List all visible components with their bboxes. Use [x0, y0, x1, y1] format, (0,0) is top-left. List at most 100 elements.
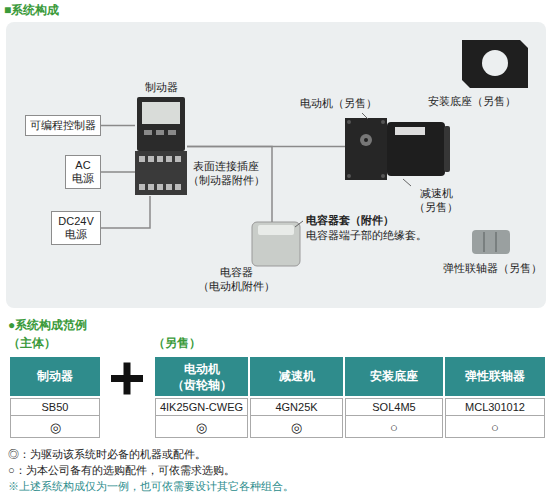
controller-button	[144, 130, 152, 135]
table-header: （齿轮轴）	[155, 377, 248, 393]
table-cell	[11, 416, 100, 438]
controller-display	[142, 102, 180, 124]
group-heading: （另售）	[153, 336, 201, 350]
leader-line	[362, 113, 368, 119]
table-cell	[11, 399, 100, 416]
socket-terminal	[157, 156, 163, 162]
box-label: DC24V 电源	[56, 215, 96, 241]
controller-button	[168, 130, 176, 135]
socket-terminal	[139, 184, 145, 190]
table-header: 电动机	[155, 361, 248, 377]
output-shaft	[360, 134, 372, 146]
socket-terminal	[148, 156, 154, 162]
capacitor-body	[252, 222, 300, 266]
table-cell: SB50	[10, 398, 100, 416]
required-mark: ◎	[10, 416, 100, 438]
box-label: 可编程控制器	[30, 119, 96, 132]
input-box: 可编程控制器	[25, 115, 101, 136]
optional-mark: ○	[345, 416, 443, 438]
coupling-body	[472, 230, 510, 254]
capacitor-unit: 电容器（电动机附件）	[252, 222, 300, 266]
wire	[101, 196, 150, 228]
table-cell	[346, 416, 443, 438]
socket-body	[135, 151, 187, 195]
section-heading: ●系统构成范例	[8, 318, 87, 332]
socket-terminal	[157, 184, 163, 190]
part-label: 电容器套（附件）	[306, 214, 394, 227]
part-label: 电容器	[196, 266, 276, 279]
required-mark: ◎	[250, 416, 343, 438]
mount-bracket	[462, 40, 528, 88]
coupling-slit	[483, 232, 485, 252]
required-mark: ◎	[155, 416, 248, 438]
mount-hole	[482, 50, 508, 76]
part-label: 制动器	[130, 81, 192, 94]
note: ○：为本公司备有的选购配件，可依需求选购。	[8, 464, 235, 477]
output-shaft	[364, 138, 368, 142]
motor-body	[387, 122, 445, 176]
capacitor-cap	[258, 225, 294, 235]
table-cell	[346, 399, 443, 416]
table-header-cell	[10, 357, 100, 396]
box-label: AC 电源	[70, 159, 96, 185]
note: ※上述系统构成仅为一例，也可依需要设计其它各种组合。	[8, 480, 294, 493]
table-cell	[251, 416, 343, 438]
leader-line	[403, 179, 411, 186]
table-header: 制动器	[10, 357, 100, 396]
gearbox-face	[345, 118, 387, 180]
table-cell: MCL301012	[445, 398, 545, 416]
power-box: DC24V 电源	[51, 211, 101, 245]
note: ◎：为驱动该系统时必备的机器或配件。	[8, 448, 206, 461]
table-cell	[156, 399, 248, 416]
table-cell	[446, 416, 545, 438]
table-cell	[251, 399, 343, 416]
optional-mark: ○	[445, 416, 545, 438]
wire	[101, 171, 135, 173]
socket-terminal	[139, 156, 145, 162]
table-cell	[446, 399, 545, 416]
motor-unit: 电动机（另售）	[345, 115, 450, 182]
part-label: （电动机附件）	[196, 280, 276, 293]
wire	[187, 147, 272, 223]
table-cell: 4GN25K	[250, 398, 343, 416]
power-box: AC 电源	[65, 155, 101, 189]
leader-line	[295, 221, 303, 227]
socket-terminal	[175, 184, 181, 190]
motor-nameplate	[395, 127, 425, 135]
table-header: 安装底座	[345, 357, 443, 396]
mount-hole	[381, 120, 385, 124]
mount-hole	[381, 174, 385, 178]
part-note: 电容器端子部的绝缘套。	[306, 229, 427, 242]
controller-button	[156, 130, 164, 135]
page-title: ■系统构成	[4, 3, 59, 17]
mount-hole	[347, 120, 351, 124]
socket-terminal	[166, 184, 172, 190]
table-header-cell	[155, 357, 248, 396]
coupling-slit	[495, 232, 497, 252]
motor-endcap	[444, 126, 450, 172]
mount-hole	[347, 174, 351, 178]
part-label: 弹性联轴器（另售）	[443, 262, 542, 275]
part-label: 安装底座（另售）	[428, 95, 516, 108]
socket-terminal	[148, 184, 154, 190]
controller-body	[137, 97, 185, 151]
table-cell: 4IK25GN-CWEG	[155, 398, 248, 416]
table-header-cell	[250, 357, 343, 396]
table-header-cell	[345, 357, 443, 396]
socket-terminal	[166, 156, 172, 162]
table-cell	[156, 416, 248, 438]
table-cell: SOL4M5	[345, 398, 443, 416]
part-label: 表面连接插座	[186, 160, 266, 173]
plus-sign	[124, 363, 131, 395]
system-panel	[6, 22, 546, 308]
group-heading: （主体）	[8, 336, 56, 350]
part-label: （制动器附件）	[186, 174, 266, 187]
part-label: 减速机	[414, 187, 458, 200]
table-header: 减速机	[250, 357, 343, 396]
part-label: （另售）	[414, 201, 458, 214]
part-label: 电动机（另售）	[300, 97, 377, 110]
wire	[101, 125, 135, 127]
controller-unit: 制动器	[135, 97, 187, 196]
